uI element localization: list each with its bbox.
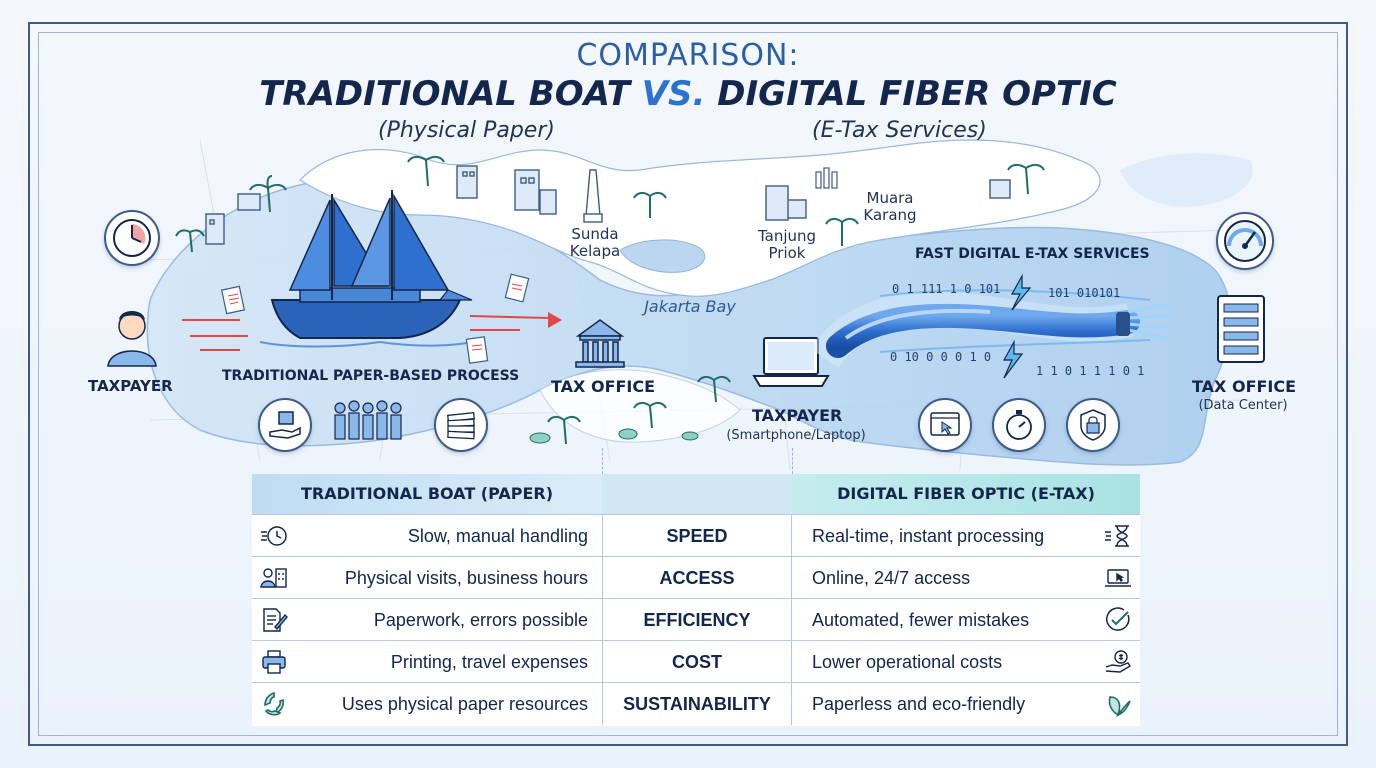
- divider-right: [792, 448, 793, 474]
- table-header-mid: [602, 474, 792, 514]
- table-row: Slow, manual handling SPEED Real-time, i…: [252, 514, 1140, 557]
- cell-right: Paperless and eco-friendly: [812, 694, 1026, 714]
- leaf-icon: [1104, 691, 1132, 718]
- comparison-table: TRADITIONAL BOAT (PAPER) DIGITAL FIBER O…: [252, 474, 1140, 726]
- sailing-boat: [259, 190, 481, 348]
- label-taxpayer-device: (Smartphone/Laptop): [726, 428, 866, 443]
- cell-right: Automated, fewer mistakes: [812, 610, 1030, 630]
- recycle-icon: [260, 691, 288, 717]
- secure-lock-icon: [1066, 398, 1120, 452]
- main-title: TRADITIONAL BOAT VS. DIGITAL FIBER OPTIC: [0, 74, 1376, 114]
- stopwatch-icon: [992, 398, 1046, 452]
- table-row: Paperwork, errors possible EFFICIENCY Au…: [252, 598, 1140, 641]
- subtitle-left: (Physical Paper): [378, 118, 555, 143]
- bushes: [529, 428, 699, 444]
- label-paper-process: TRADITIONAL PAPER-BASED PROCESS: [222, 368, 520, 384]
- place-tanjung-priok: Tanjung Priok: [757, 227, 817, 262]
- server-illustration: [1217, 295, 1265, 363]
- laptop-illustration: [752, 337, 830, 387]
- cell-right: Real-time, instant processing: [812, 526, 1045, 546]
- binary-1: 0 1 111 1 0 101: [892, 282, 1001, 296]
- lighthouse: [583, 169, 603, 223]
- title-comparison: COMPARISON:: [576, 38, 800, 73]
- label-taxpayer-right: TAXPAYER: [752, 406, 843, 425]
- south-land: [539, 369, 741, 443]
- east-coast: [1120, 153, 1253, 207]
- table-header-left: TRADITIONAL BOAT (PAPER): [252, 474, 602, 514]
- lightning-bolts: [1002, 273, 1032, 379]
- industrial-chimneys: [815, 167, 838, 189]
- printer-icon: [260, 649, 288, 675]
- binary-3: 0 10 0 0 0 1 0: [890, 350, 992, 364]
- label-data-center: (Data Center): [1198, 398, 1288, 413]
- table-row: Printing, travel expenses COST Lower ope…: [252, 640, 1140, 683]
- money-hand-icon: [1104, 649, 1132, 675]
- cell-left: Uses physical paper resources: [341, 694, 588, 714]
- place-muara-karang: Muara Karang: [863, 189, 917, 224]
- document-edit-icon: [260, 607, 288, 633]
- fiber-cable: [809, 291, 1173, 369]
- table-header-right: DIGITAL FIBER OPTIC (E-TAX): [792, 474, 1140, 514]
- coast-land: [299, 139, 1101, 297]
- hourglass-icon: [1104, 523, 1132, 549]
- clock-icon: [260, 523, 288, 549]
- label-tax-office-right: TAX OFFICE: [1192, 377, 1297, 396]
- city-buildings: [205, 165, 1011, 245]
- person-building-icon: [260, 565, 288, 591]
- place-jakarta-bay: Jakarta Bay: [644, 297, 736, 316]
- cell-right: Lower operational costs: [812, 652, 1003, 672]
- island: [619, 239, 706, 273]
- binary-2: 101 010101: [1048, 286, 1121, 300]
- check-circle-icon: [1104, 607, 1132, 633]
- cell-left: Printing, travel expenses: [390, 652, 588, 672]
- browser-cursor-icon: [918, 398, 972, 452]
- cell-criterion: ACCESS: [602, 557, 792, 599]
- paper-stack-icon: [434, 398, 488, 452]
- speedometer-icon: [1216, 212, 1274, 270]
- cell-left: Paperwork, errors possible: [373, 610, 588, 630]
- label-taxpayer-left: TAXPAYER: [88, 377, 173, 395]
- cell-criterion: SPEED: [602, 515, 792, 557]
- place-sunda-kelapa: Sunda Kelapa: [569, 225, 621, 260]
- cell-criterion: COST: [602, 641, 792, 683]
- title-right: DIGITAL FIBER OPTIC: [717, 74, 1117, 114]
- cell-left: Physical visits, business hours: [344, 568, 588, 588]
- taxpayer-avatar: [107, 311, 157, 367]
- inner-frame: [38, 32, 1338, 736]
- palm-trees: [175, 155, 1045, 445]
- subtitle-right: (E-Tax Services): [812, 118, 987, 143]
- table-row: Physical visits, business hours ACCESS O…: [252, 556, 1140, 599]
- speed-lines: [182, 315, 551, 351]
- title-vs: VS.: [641, 74, 706, 114]
- outer-frame: [28, 22, 1348, 746]
- divider-left: [602, 448, 603, 474]
- tax-office-building: [575, 319, 625, 368]
- title-left: TRADITIONAL BOAT: [259, 74, 630, 114]
- paper-lines: [227, 283, 523, 351]
- data-streams: [879, 289, 1151, 353]
- label-tax-office-left: TAX OFFICE: [551, 377, 656, 396]
- table-row: Uses physical paper resources SUSTAINABI…: [252, 682, 1140, 725]
- cell-right: Online, 24/7 access: [812, 568, 971, 588]
- binary-4: 1 1 0 1 1 1 0 1: [1036, 364, 1145, 378]
- cell-criterion: SUSTAINABILITY: [602, 683, 792, 725]
- cell-left: Slow, manual handling: [407, 526, 588, 546]
- floating-papers: [220, 273, 530, 364]
- crowd-icon: [330, 398, 410, 444]
- hand-package-icon: [258, 398, 312, 452]
- laptop-icon: [1104, 565, 1132, 591]
- table-header: TRADITIONAL BOAT (PAPER) DIGITAL FIBER O…: [252, 474, 1140, 514]
- clock-icon: [104, 210, 160, 266]
- cell-criterion: EFFICIENCY: [602, 599, 792, 641]
- label-fast-digital: FAST DIGITAL E-TAX SERVICES: [915, 246, 1150, 262]
- red-arrow-head: [548, 312, 562, 328]
